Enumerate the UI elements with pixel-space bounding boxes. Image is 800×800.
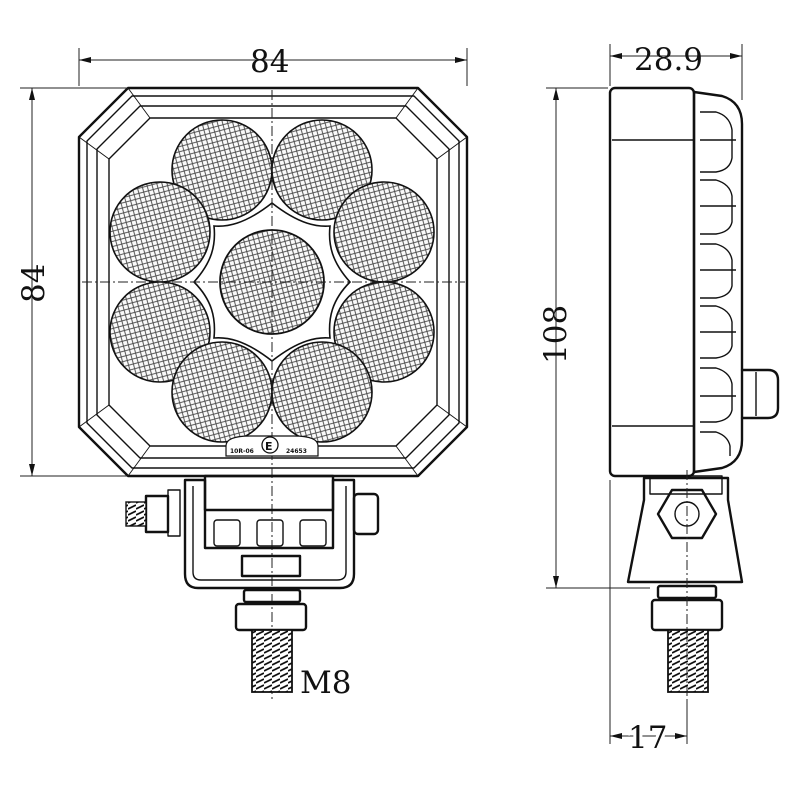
dimension-side-depth: 28.9 (609, 42, 743, 100)
led-lens-upper-right (333, 181, 435, 283)
side-depth-value: 28.9 (634, 42, 703, 78)
front-height-value: 84 (16, 264, 52, 303)
side-pivot-hex (656, 488, 718, 540)
front-mount-bracket (125, 474, 380, 590)
front-view: 10R-06 E 24653 M8 (77, 86, 469, 701)
pivot-washer-left (167, 489, 181, 537)
stud-thread (251, 629, 293, 693)
bezel-corner-lines (78, 87, 468, 477)
bracket-slot-left (213, 519, 241, 547)
marking-left-code: 10R-06 (230, 448, 254, 455)
stud-lock-washer (242, 588, 302, 604)
led-lens-upper-left (109, 181, 211, 283)
front-width-value: 84 (250, 44, 289, 80)
certification-markings: 10R-06 E 24653 (225, 435, 319, 457)
bolt-thread-label: M8 (300, 665, 351, 701)
emark-letter: E (265, 440, 273, 453)
side-stud-thread (667, 629, 709, 693)
pivot-nut-left (144, 494, 170, 534)
pivot-head-right (352, 492, 380, 536)
side-housing-front (608, 86, 696, 478)
led-lens-bottom-right (271, 341, 373, 443)
total-height-value: 108 (538, 305, 574, 364)
bracket-body (183, 478, 356, 590)
heatsink-fins (700, 111, 736, 456)
emark-circle (261, 436, 279, 454)
front-mounting-stud (234, 588, 308, 693)
bracket-slot-right (299, 519, 327, 547)
side-view (608, 86, 780, 700)
led-lens-bottom-left (171, 341, 273, 443)
side-heatsink (692, 90, 744, 474)
side-cable-gland (740, 368, 780, 420)
front-housing-bezel (86, 95, 460, 469)
side-bracket (626, 476, 744, 584)
dimension-mount-offset: 17 (609, 480, 688, 759)
bracket-nut (240, 554, 302, 578)
marking-right-code: 24653 (286, 448, 307, 455)
front-housing-inner (96, 105, 450, 459)
side-bracket-neck (649, 475, 723, 495)
dimension-front-height: 84 (16, 87, 128, 477)
pivot-bolt-end (125, 501, 147, 527)
bracket-slot-center (256, 519, 284, 547)
stud-nut (234, 602, 308, 632)
bracket-neck (203, 474, 335, 512)
mount-offset-value: 17 (628, 720, 667, 756)
dimension-front-width: 84 (78, 44, 468, 86)
bracket-inner-lip (192, 486, 347, 581)
dimension-total-height: 108 (538, 87, 650, 589)
